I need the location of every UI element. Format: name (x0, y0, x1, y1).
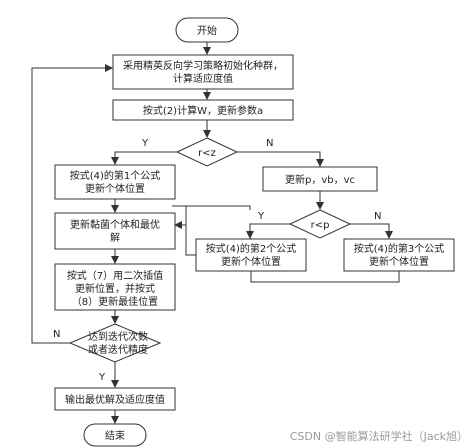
eq4-third-line1: 按式(4)的第3个公式 (354, 242, 445, 255)
arrow-p-yes (246, 223, 290, 239)
update-best-line1: 更新黏菌个体和最优 (70, 218, 160, 231)
interp-line2: 更新位置，并按式 (75, 282, 155, 295)
iter-yes-label: Y (98, 372, 106, 383)
compute-w-label: 按式(2)计算W，更新参数a (143, 104, 263, 117)
decision-r-z (175, 137, 239, 167)
p-yes-label: Y (257, 211, 265, 222)
eq4-second-process (195, 238, 307, 272)
eq4-second-line2: 更新个体位置 (221, 255, 281, 268)
update-pvbvc-label: 更新p，vb，vc (285, 173, 355, 186)
end-terminal (83, 423, 147, 447)
init-label-line1: 采用精英反向学习策略初始化种群， (123, 59, 283, 72)
watermark-text: CSDN @智能算法研学社（Jack旭） (290, 429, 468, 443)
connector-second-left (185, 206, 196, 256)
arrow-r-yes (111, 151, 177, 165)
update-best-process (54, 212, 176, 250)
init-process (112, 54, 294, 90)
interp-process (54, 263, 176, 311)
decision-iteration-line2: 或者迭代精度 (88, 343, 148, 356)
decision-r-p (288, 209, 352, 239)
eq4-third-process (343, 238, 455, 272)
r-yes-label: Y (141, 138, 149, 149)
decision-r-z-label: r<z (198, 148, 216, 159)
update-best-line2: 解 (110, 231, 120, 244)
interp-line3: （8）更新最佳位置 (72, 295, 158, 308)
arrow-r-no (237, 151, 324, 167)
decision-iteration-line1: 达到迭代次数 (88, 330, 148, 343)
end-label: 结束 (105, 429, 125, 442)
connector-to-update-best-top (172, 205, 251, 210)
start-label: 开始 (197, 24, 217, 37)
eq4-first-line2: 更新个体位置 (85, 182, 145, 195)
r-no-label: N (266, 138, 273, 149)
output-label: 输出最优解及适应度值 (65, 393, 165, 406)
init-label-line2: 计算适应度值 (173, 72, 233, 85)
interp-line1: 按式（7）用二次插值 (67, 269, 163, 282)
p-no-label: N (374, 211, 381, 222)
iter-no-label: N (53, 329, 60, 340)
eq4-second-line1: 按式(4)的第2个公式 (206, 242, 297, 255)
decision-r-p-label: r<p (311, 220, 330, 231)
compute-w-process (112, 99, 294, 121)
eq4-third-line2: 更新个体位置 (369, 255, 429, 268)
arrow-iter-no-loop (31, 64, 113, 344)
decision-iteration (68, 323, 162, 363)
connector-merge-second-third (250, 271, 400, 283)
arrow-p-no (350, 223, 393, 239)
eq4-first-line1: 按式(4)的第1个公式 (70, 169, 161, 182)
